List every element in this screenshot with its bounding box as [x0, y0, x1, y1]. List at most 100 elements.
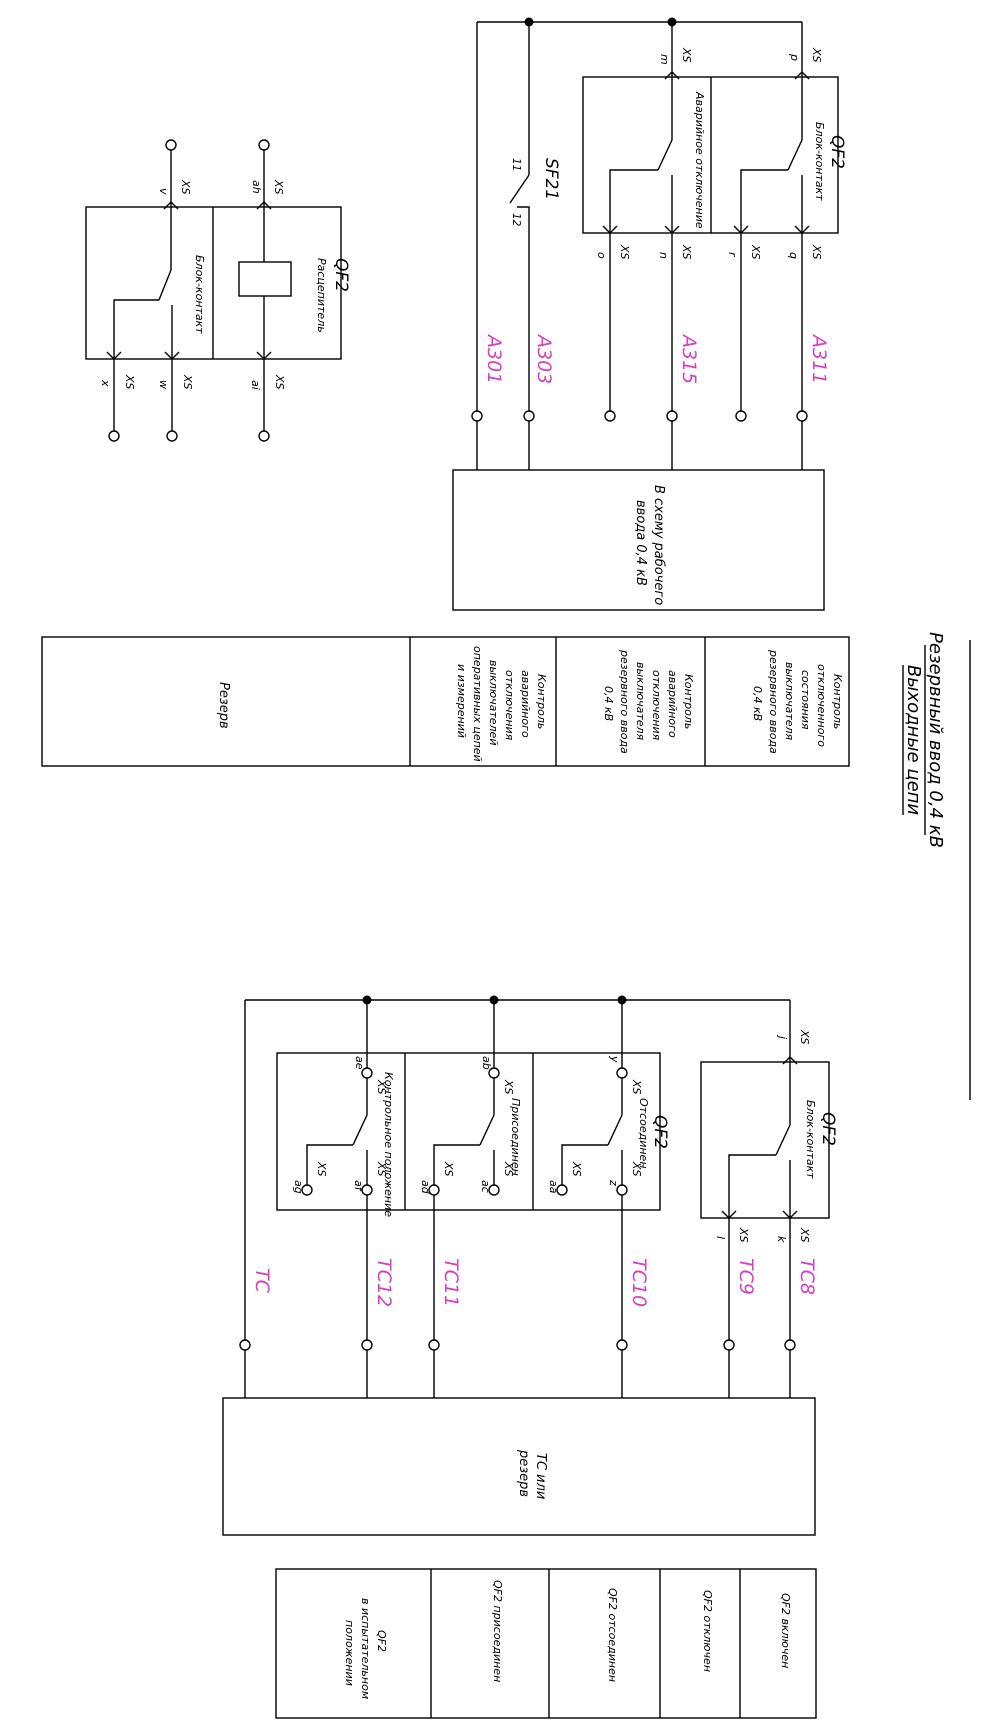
bottom-table-cell-3: QF2 присоединен: [491, 1580, 504, 1682]
xs-label-x: XS: [123, 374, 136, 390]
release-coil: [238, 261, 292, 297]
terminal-a301[interactable]: [471, 410, 483, 422]
svg-text:QF2 отключен: QF2 отключен: [701, 1590, 714, 1672]
pin-o: o: [595, 252, 608, 259]
xs-label-ad: XS: [442, 1161, 455, 1177]
block-a-qf2: QF2: [331, 258, 351, 292]
terminal-ah[interactable]: [258, 139, 270, 151]
terminal-v[interactable]: [165, 139, 177, 151]
svg-text:и измерений: и измерений: [455, 664, 468, 738]
top-table-cell-2: Контроль аварийного отключения выключате…: [455, 646, 548, 762]
pin-j: j: [776, 1034, 789, 1040]
xs-label-af: XS: [375, 1161, 388, 1177]
xs-label-aa: XS: [570, 1161, 583, 1177]
terminal-a315[interactable]: [666, 410, 678, 422]
terminal-a311[interactable]: [796, 410, 808, 422]
terminal-r[interactable]: [735, 410, 747, 422]
xs-label-v: XS: [179, 179, 192, 195]
xs-label-m: XS: [680, 47, 693, 63]
xs-label-l: XS: [737, 1227, 750, 1243]
xs-label-n: XS: [680, 244, 693, 260]
block-b-qf2: QF2: [827, 135, 847, 169]
xs-label-ah: XS: [272, 179, 285, 195]
terminal-x[interactable]: [108, 430, 120, 442]
block-b: В схему рабочего ввода 0,4 кВ SF21 11 12…: [452, 17, 847, 611]
terminal-w[interactable]: [166, 430, 178, 442]
pin-ai: ai: [249, 380, 262, 390]
title-line2: Выходные цепи: [903, 665, 924, 816]
svg-text:отключенного: отключенного: [815, 664, 828, 747]
svg-text:QF2 включен: QF2 включен: [779, 1593, 792, 1668]
terminal-ai[interactable]: [258, 430, 270, 442]
pin-ab: ab: [480, 1056, 493, 1070]
pin-r: r: [726, 252, 739, 258]
wire-label-tc11: TC11: [440, 1258, 462, 1307]
svg-text:Резерв: Резерв: [216, 682, 231, 729]
pos-label-disconnected: Отсоединен: [637, 1098, 650, 1169]
terminal-o[interactable]: [604, 410, 616, 422]
bottom-table: QF2 включен QF2 отключен QF2 отсоединен …: [275, 1568, 817, 1719]
xs-label-q: XS: [810, 244, 823, 260]
terminal-tc12[interactable]: [361, 1339, 373, 1351]
sf21-pin-12: 12: [510, 213, 522, 227]
pin-z: z: [607, 1179, 620, 1186]
svg-text:в испытательном: в испытательном: [359, 1598, 372, 1699]
pin-ac: ac: [479, 1180, 492, 1193]
xs-label-ae: XS: [375, 1079, 388, 1095]
terminal-tc[interactable]: [239, 1339, 251, 1351]
svg-text:0,4 кВ: 0,4 кВ: [751, 686, 764, 721]
terminal-tc8[interactable]: [784, 1339, 796, 1351]
diagram-title: Резервный ввод 0,4 кВ Выходные цепи: [902, 632, 946, 848]
pin-k: k: [775, 1236, 788, 1243]
title-line1: Резервный ввод 0,4 кВ: [925, 632, 946, 848]
sf21-label: SF21: [541, 158, 561, 200]
target-box-tc-reserve: [222, 1397, 816, 1536]
xs-label-o: XS: [618, 244, 631, 260]
pin-af: af: [352, 1180, 365, 1193]
bottom-table-cell-0: QF2 включен: [779, 1593, 792, 1668]
svg-text:QF2 присоединен: QF2 присоединен: [491, 1580, 504, 1682]
target-line1: В схему рабочего: [651, 485, 666, 605]
block-c: TC или резерв TC TC12 TC11 TC10 TC9 TC8 …: [222, 995, 838, 1536]
pin-ae: ae: [353, 1056, 366, 1070]
svg-text:состояния: состояния: [799, 670, 812, 730]
block-a-contact-label: Блок-контакт: [193, 255, 206, 334]
xs-label-ab: XS: [502, 1079, 515, 1095]
top-table-cell-0: Контроль отключенного состояния выключат…: [751, 649, 844, 754]
xs-label-r: XS: [749, 244, 762, 260]
wire-label-a311: A311: [808, 333, 830, 384]
pos-label-connected: Присоединен: [509, 1098, 522, 1176]
pos-label-test: Контрольное положение: [382, 1072, 395, 1217]
pin-v: v: [157, 188, 170, 195]
svg-text:QF2: QF2: [375, 1630, 388, 1652]
pin-ad: ad: [419, 1180, 432, 1195]
wire-label-tc9: TC9: [735, 1258, 757, 1295]
pin-ah: ah: [250, 180, 263, 194]
pin-q: q: [787, 252, 800, 259]
top-table-cell-3: Резерв: [216, 682, 231, 729]
terminal-a303[interactable]: [523, 410, 535, 422]
wire-label-a303: A303: [533, 333, 555, 384]
xs-label-ag: XS: [315, 1161, 328, 1177]
svg-text:выключателя: выключателя: [783, 662, 796, 741]
target-c-line1: TC или: [533, 1453, 548, 1499]
pin-p: p: [788, 53, 801, 61]
bottom-table-cell-1: QF2 отключен: [701, 1590, 714, 1672]
block-b-contact-label: Блок-контакт: [813, 122, 826, 201]
bottom-table-cell-2: QF2 отсоединен: [606, 1588, 619, 1682]
terminal-tc11[interactable]: [428, 1339, 440, 1351]
terminal-tc10[interactable]: [616, 1339, 628, 1351]
wire-label-tc8: TC8: [796, 1258, 818, 1295]
wire-label-tc10: TC10: [628, 1258, 650, 1307]
target-line2: ввода 0,4 кВ: [633, 500, 648, 586]
xs-label-ai: XS: [273, 374, 286, 390]
sf21-contact: [509, 174, 530, 411]
terminal-tc9[interactable]: [723, 1339, 735, 1351]
top-table: Контроль отключенного состояния выключат…: [41, 636, 850, 767]
target-c-line2: резерв: [516, 1449, 531, 1497]
pin-l: l: [714, 1236, 727, 1239]
xs-label-w: XS: [181, 374, 194, 390]
svg-text:положении: положении: [343, 1620, 356, 1686]
